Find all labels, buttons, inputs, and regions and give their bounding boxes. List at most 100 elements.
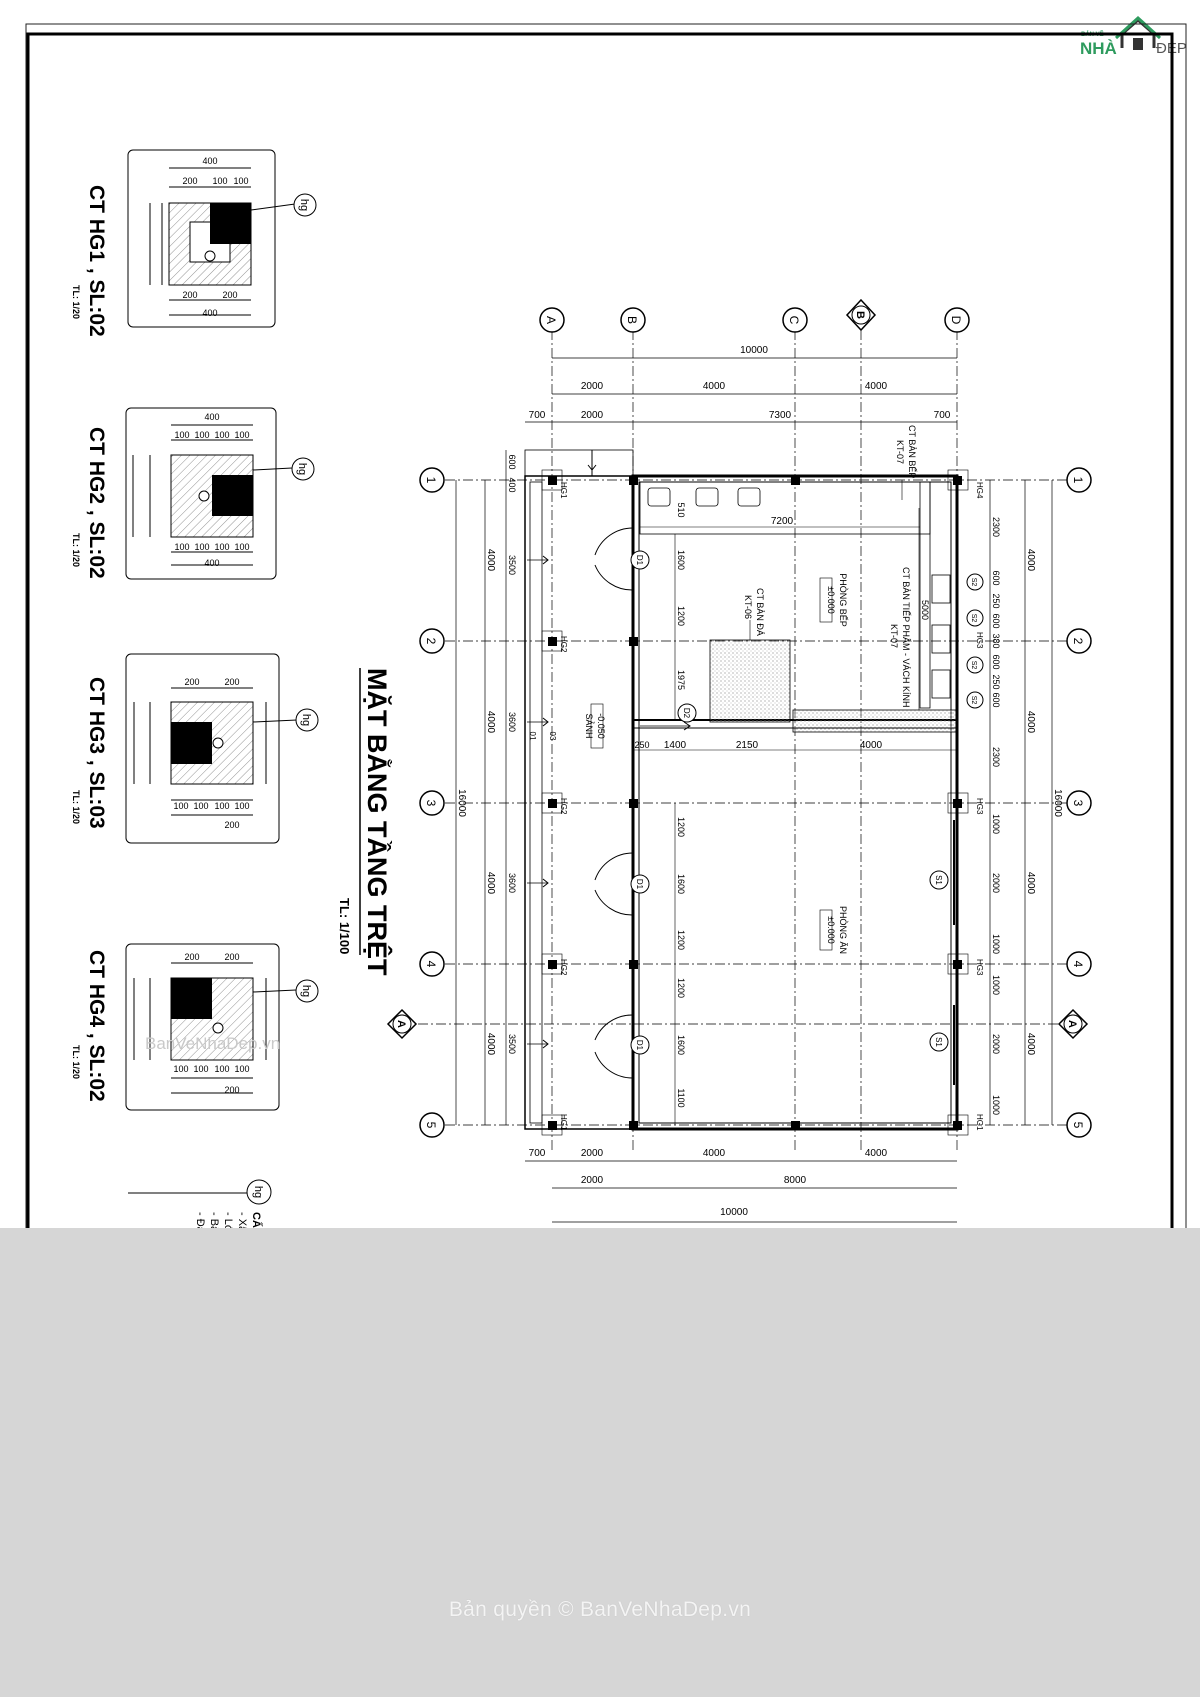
col-label-hg4: HG4	[975, 482, 984, 499]
hg4-title: CT HG4 , SL:02	[85, 950, 108, 1102]
dim-left-inner-7: 3600	[507, 873, 517, 893]
dim-1200-b: 1200	[676, 817, 686, 837]
legend-item-3: - Bả n	[208, 1212, 220, 1228]
hg3-title: CT HG3 , SL:03	[85, 677, 108, 829]
svg-text:B: B	[625, 316, 639, 324]
detail-hg1: hg 400 200 100 100 200 200 400 CT HG1 , …	[71, 149, 317, 337]
svg-text:S1: S1	[934, 1037, 943, 1047]
detail-hg2: hg 400 100 100 100 100 100 100 100 100 4…	[71, 407, 315, 580]
room-dining: PHÒNG ĂN	[838, 906, 848, 954]
dim-510: 510	[676, 502, 686, 517]
room-lobby: SẢNH	[584, 713, 595, 738]
svg-text:D2: D2	[682, 708, 691, 719]
window-s1-a: S1	[929, 870, 949, 890]
dim-5000: 5000	[920, 600, 930, 620]
hg2-title: CT HG2 , SL:02	[85, 427, 108, 579]
section-marker-b: B	[845, 298, 877, 332]
label-ct-ban-da: CT BÀN ĐÁ	[755, 588, 765, 636]
hg3-dim-f: 100	[234, 801, 249, 811]
door-d1-top: D1	[594, 527, 650, 591]
svg-text:D1: D1	[635, 1040, 644, 1051]
dim-right-inner-4: 600	[991, 613, 1001, 628]
dim-top2-2: 2000	[581, 410, 604, 421]
hg3-scale: TL: 1/20	[71, 790, 81, 824]
hg1-dim-e: 200	[222, 290, 237, 300]
legend-heading: CẤU	[250, 1212, 263, 1228]
svg-text:S2: S2	[970, 578, 977, 587]
detail-hg3: hg 200 200 100 100 100 100 200 CT HG3 , …	[71, 653, 319, 844]
dim-4000-inner: 4000	[860, 740, 883, 751]
svg-text:C: C	[787, 316, 801, 325]
svg-text:S2: S2	[970, 696, 977, 705]
svg-text:5: 5	[1071, 1122, 1085, 1129]
svg-text:2: 2	[1071, 638, 1085, 645]
dim-bottom2-2: 8000	[784, 1175, 807, 1186]
dim-right-inner-12: 1000	[991, 934, 1001, 954]
hg1-title: CT HG1 , SL:02	[85, 185, 108, 337]
dim-top2-3: 7300	[769, 410, 792, 421]
dim-1200-a: 1200	[676, 606, 686, 626]
hg4-dim-b: 200	[224, 952, 239, 962]
dim-2150: 2150	[736, 740, 759, 751]
dim-bottom-total: 10000	[720, 1207, 748, 1218]
hg4-dim-d: 100	[193, 1064, 208, 1074]
dim-1200-c: 1200	[676, 930, 686, 950]
grid-bubble-b: B	[620, 307, 646, 333]
inner-border	[26, 32, 1174, 1228]
hg2-dim-d: 100	[234, 430, 249, 440]
dim-right-inner-10: 1000	[991, 814, 1001, 834]
plan-title: MẶT BẰNG TẦNG TRỆT	[362, 668, 393, 976]
dim-1975: 1975	[676, 670, 686, 690]
legend-item-4: - Đặt	[194, 1212, 206, 1228]
dim-right-inner-3: 250	[991, 593, 1001, 608]
door-d1-bottom: D1	[594, 1014, 650, 1079]
viewer-background	[0, 1228, 1200, 1697]
col-label-hg2-c: HG2	[559, 959, 568, 976]
dim-top2-1: 700	[529, 410, 546, 421]
door-d1-mid: D1	[594, 852, 650, 916]
room-lobby-level: -0.050	[596, 713, 606, 739]
label-ct-ban-tiep-pham: CT BÀN TIẾP PHẨM - VÁCH KÍNH	[901, 567, 912, 708]
hg3-dim-c: 100	[173, 801, 188, 811]
svg-text:D1: D1	[635, 879, 644, 890]
hg2-scale: TL: 1/20	[71, 533, 81, 567]
hg2-tag: hg	[296, 463, 308, 475]
label-kt07-a: KT-07	[895, 440, 905, 464]
grid-bubble-a: A	[539, 307, 565, 333]
dim-top-3: 4000	[865, 381, 888, 392]
dim-right-inner-9: 2300	[991, 747, 1001, 767]
dim-right-inner-11: 2000	[991, 873, 1001, 893]
svg-text:S2: S2	[970, 614, 977, 623]
legend-item-1: - Xây	[236, 1212, 248, 1228]
room-kitchen-level: ±0.000	[826, 586, 836, 613]
col-label-hg1-top: HG1	[559, 482, 568, 499]
detail-panel: hg 400 200 100 100 200 200 400 CT HG1 , …	[71, 149, 319, 1228]
dim-left-2: 4000	[485, 711, 496, 734]
hg2-dim-a: 100	[174, 430, 189, 440]
grid-bubble-c: C	[782, 307, 808, 333]
stone-table	[709, 639, 791, 723]
dim-right-2: 4000	[1025, 711, 1036, 734]
dim-1200-d: 1200	[676, 978, 686, 998]
dim-right-3: 4000	[1025, 872, 1036, 895]
dim-7200: 7200	[771, 516, 794, 527]
col-label-hg3-c: HG3	[975, 959, 984, 976]
hg3-dim-b: 200	[224, 677, 239, 687]
dim-bottom2-1: 2000	[581, 1175, 604, 1186]
hg2-dim-top: 400	[204, 412, 219, 422]
hg3-tag: hg	[300, 714, 312, 726]
dim-right-4: 4000	[1025, 1033, 1036, 1056]
hg1-dim-bottom: 400	[202, 308, 217, 318]
columns	[548, 476, 962, 1130]
dim-left-inner-1: 600	[507, 454, 517, 469]
dim-top-2: 4000	[703, 381, 726, 392]
svg-text:2: 2	[424, 638, 438, 645]
window-s2-b: S2	[966, 609, 984, 627]
hg3-dim-d: 100	[193, 801, 208, 811]
grid-bubble-row-2: 2 2	[419, 628, 1092, 654]
dim-left-total: 16000	[456, 789, 467, 817]
svg-text:4: 4	[1071, 961, 1085, 968]
svg-text:A: A	[544, 316, 558, 324]
col-label-hg3-a: HG3	[975, 632, 984, 649]
outer-border	[25, 23, 1187, 1228]
